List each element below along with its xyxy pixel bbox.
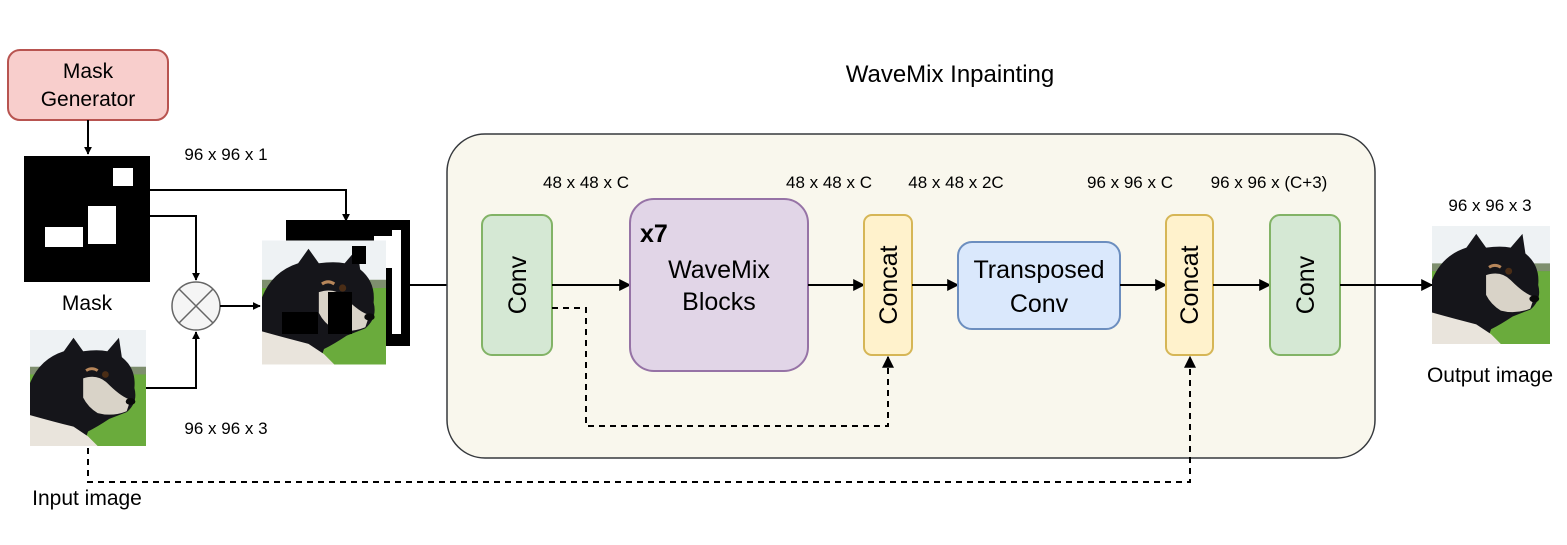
wavemix-label-line1: WaveMix (668, 256, 770, 284)
input-image-label: Input image (32, 487, 142, 510)
input-dims: 96 x 96 x 3 (184, 419, 267, 438)
wavemix-dims: 48 x 48 x C (786, 173, 872, 192)
mask-generator-box: Mask Generator (7, 49, 169, 121)
concat1-block: Concat (863, 214, 913, 356)
output-image-label: Output image (1427, 364, 1553, 387)
skip-input-to-concat2 (87, 355, 1196, 483)
conv2-block: Conv (1269, 214, 1341, 356)
concat2-label: Concat (1176, 245, 1204, 324)
masked-input-stack (262, 220, 410, 365)
arrow-mask-to-multiply (150, 215, 200, 281)
diagram-title: WaveMix Inpainting (846, 61, 1055, 88)
tconv-label-line1: Transposed (973, 256, 1104, 284)
multiply-operator (171, 281, 221, 331)
concat2-dims: 96 x 96 x (C+3) (1211, 173, 1328, 192)
arrow-mask-to-stack (150, 189, 350, 222)
wavemix-repeat: x7 (640, 220, 668, 248)
mask-label: Mask (62, 292, 113, 315)
arrow-input-to-multiply (146, 331, 200, 389)
concat1-dims: 48 x 48 x 2C (908, 173, 1003, 192)
conv1-dims: 48 x 48 x C (543, 173, 629, 192)
mask-image (24, 156, 150, 282)
mask-dims: 96 x 96 x 1 (184, 145, 267, 164)
output-image (1432, 226, 1550, 344)
wavemix-label-line2: Blocks (682, 288, 756, 316)
concat1-label: Concat (875, 245, 903, 324)
concat2-block: Concat (1165, 214, 1214, 356)
conv2-label: Conv (1292, 255, 1320, 314)
input-image (30, 330, 146, 446)
wavemix-blocks: x7 WaveMix Blocks (629, 198, 809, 372)
conv1-label: Conv (504, 255, 532, 314)
mask-generator-label-line1: Mask (63, 60, 114, 83)
skip-conv1-to-concat1 (552, 307, 894, 427)
conv1-block: Conv (481, 214, 553, 356)
mask-generator-label-line2: Generator (41, 88, 136, 111)
tconv-dims: 96 x 96 x C (1087, 173, 1173, 192)
transposed-conv-block: Transposed Conv (957, 241, 1121, 330)
output-dims: 96 x 96 x 3 (1448, 196, 1531, 215)
tconv-label-line2: Conv (1010, 290, 1069, 318)
